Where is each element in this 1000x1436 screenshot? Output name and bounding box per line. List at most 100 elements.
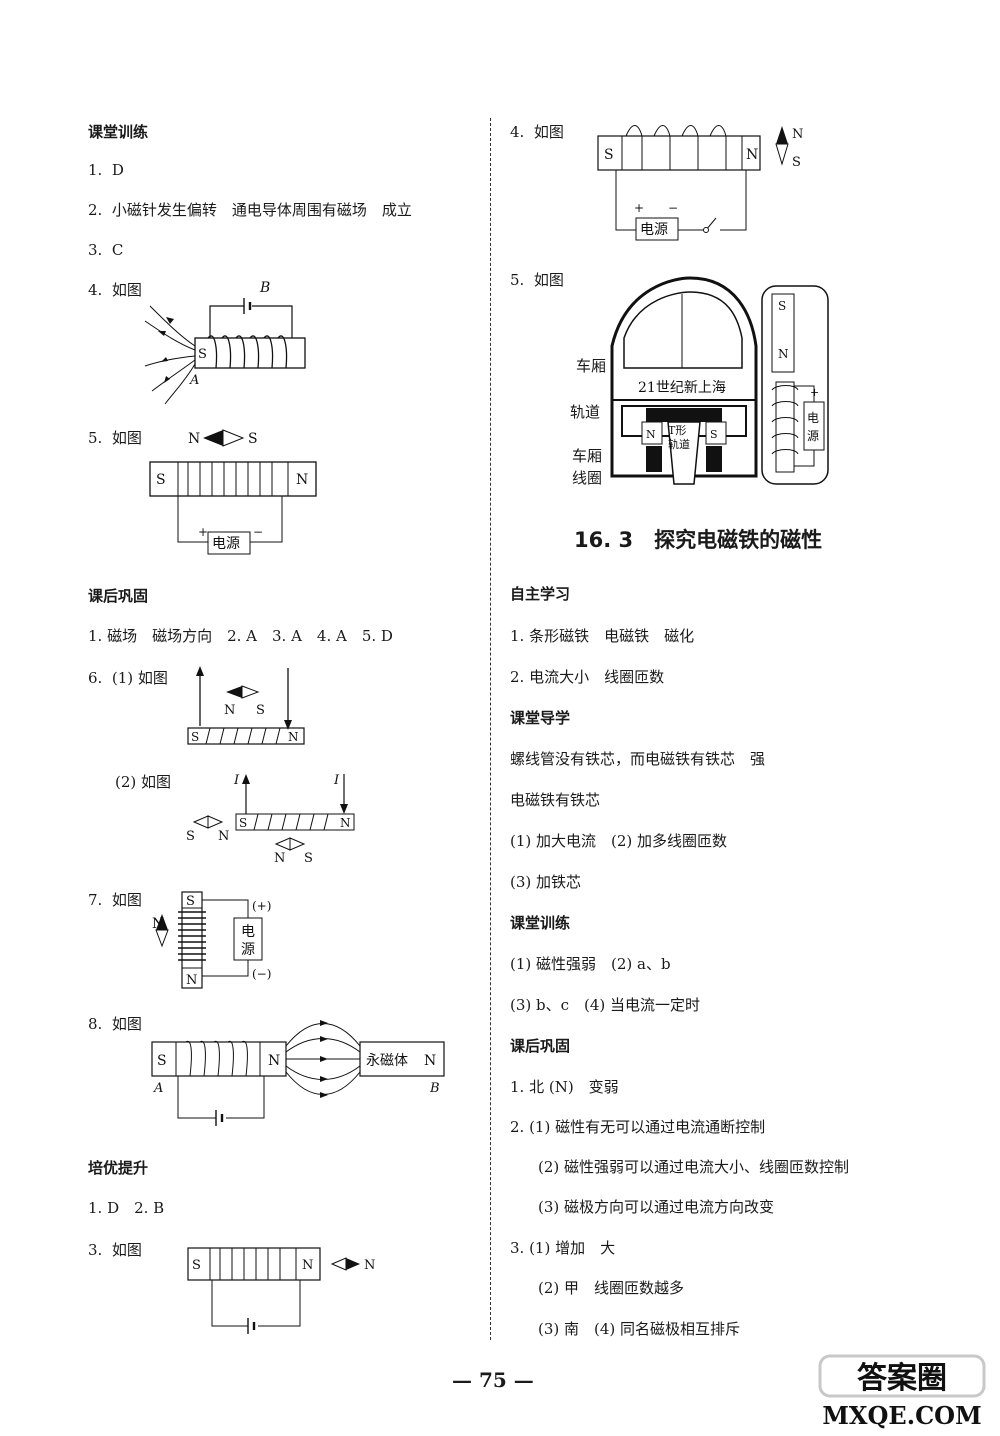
- svg-text:S: S: [710, 428, 718, 441]
- svg-text:+: +: [198, 525, 208, 539]
- answer-8: 8. 如图: [88, 1015, 142, 1033]
- answer-2: 2. 小磁针发生偏转 通电导体周围有磁场 成立: [88, 201, 412, 219]
- svg-text:N: N: [340, 816, 351, 830]
- svg-text:N: N: [188, 431, 200, 447]
- svg-text:N: N: [224, 703, 235, 718]
- answer-6-part-2: (2) 如图: [115, 773, 172, 791]
- svg-text:+: +: [634, 201, 644, 215]
- answer-5: 5. 如图: [88, 429, 142, 447]
- svg-text:N: N: [792, 127, 803, 142]
- svg-text:N: N: [746, 147, 758, 163]
- svg-text:N: N: [646, 428, 656, 441]
- daoxue-line-3: (1) 加大电流 (2) 加多线圈匝数: [510, 832, 728, 850]
- svg-text:N: N: [302, 1258, 313, 1273]
- svg-text:N: N: [268, 1053, 280, 1069]
- svg-text:轨道: 轨道: [668, 437, 690, 451]
- label-track: 轨道: [570, 403, 601, 421]
- label-s: S: [198, 347, 207, 362]
- daoxue-line-4: (3) 加铁芯: [510, 873, 582, 891]
- svg-text:S: S: [248, 431, 258, 447]
- svg-text:S: S: [778, 299, 786, 313]
- daoxue-line-1: 螺线管没有铁芯，而电磁铁有铁芯 强: [510, 750, 766, 768]
- svg-text:源: 源: [807, 429, 819, 443]
- svg-text:N: N: [288, 730, 299, 744]
- gonggu-r-line-6: (2) 甲 线圈匝数越多: [538, 1279, 685, 1297]
- label-permanent-magnet: 永磁体: [366, 1053, 408, 1069]
- section-heading-ketang-daoxue: 课堂导学: [510, 709, 571, 727]
- section-heading-kehou-gonggu: 课后巩固: [88, 587, 149, 605]
- section-heading-ketang-xunlian-r: 课堂训练: [510, 914, 571, 932]
- page-number: — 75 —: [452, 1368, 534, 1392]
- answers-peiyou-1-2: 1. D 2. B: [88, 1199, 165, 1217]
- answer-6-part-1: 6. (1) 如图: [88, 669, 168, 687]
- answer-3: 3. C: [88, 241, 124, 259]
- svg-text:电源: 电源: [640, 222, 668, 238]
- zizhu-line-1: 1. 条形磁铁 电磁铁 磁化: [510, 627, 695, 645]
- figure-peiyou-3: S N N: [187, 1247, 375, 1334]
- svg-text:I: I: [233, 773, 240, 788]
- svg-text:电: 电: [807, 411, 819, 425]
- svg-text:N: N: [274, 851, 285, 866]
- gonggu-r-line-4: (3) 磁极方向可以通过电流方向改变: [538, 1198, 775, 1216]
- answers-1-5: 1. 磁场 磁场方向 2. A 3. A 4. A 5. D: [88, 627, 393, 645]
- figure-solenoid-power-5: N S S N 电源 + −: [149, 429, 317, 555]
- figure-7: N S N 电 源 (+) (−): [152, 891, 271, 989]
- svg-text:B: B: [429, 1081, 440, 1096]
- svg-text:S: S: [192, 1258, 201, 1273]
- svg-text:N: N: [364, 1258, 375, 1273]
- svg-text:S: S: [792, 155, 801, 170]
- label-a: A: [189, 373, 199, 388]
- svg-text:+: +: [810, 386, 819, 399]
- label-b: B: [259, 280, 270, 296]
- svg-text:N: N: [186, 973, 197, 988]
- section-heading-kehou-gonggu-r: 课后巩固: [510, 1037, 571, 1055]
- gonggu-r-line-2: 2. (1) 磁性有无可以通过电流通断控制: [510, 1118, 766, 1136]
- svg-text:源: 源: [241, 942, 255, 958]
- label-power: 电源: [212, 536, 240, 552]
- section-title-16-3: 16. 3 探究电磁铁的磁性: [574, 528, 823, 552]
- figure-r4: S N N S 电源 + −: [597, 125, 803, 241]
- gonggu-r-line-5: 3. (1) 增加 大: [510, 1239, 616, 1257]
- figure-6-1: N S S N: [187, 666, 305, 745]
- svg-text:−: −: [668, 201, 678, 215]
- figure-solenoid-field-lines: B S A: [144, 280, 306, 405]
- xunlian-r-line-1: (1) 磁性强弱 (2) a、b: [510, 955, 671, 973]
- answer-r5: 5. 如图: [510, 271, 564, 289]
- gonggu-r-line-1: 1. 北 (N) 变弱: [510, 1078, 619, 1096]
- gonggu-r-line-3: (2) 磁性强弱可以通过电流大小、线圈匝数控制: [538, 1158, 850, 1176]
- svg-text:I: I: [333, 773, 340, 788]
- answer-7: 7. 如图: [88, 891, 142, 909]
- label-train-body: 车厢: [576, 357, 607, 375]
- figure-maglev-train: 21世纪新上海 T形 轨道 N S S N 电 源 +: [610, 276, 829, 485]
- svg-text:S: S: [604, 147, 614, 163]
- svg-text:N: N: [778, 347, 789, 361]
- svg-text:MXQE.COM: MXQE.COM: [822, 1401, 981, 1430]
- xunlian-r-line-2: (3) b、c (4) 当电流一定时: [510, 996, 701, 1014]
- label-train-coil-2: 线圈: [572, 469, 603, 487]
- figure-8: S N 永磁体 N A B: [151, 1020, 445, 1126]
- svg-text:N: N: [424, 1053, 436, 1069]
- answer-4: 4. 如图: [88, 281, 142, 299]
- figure-6-2: I I S N S N N S: [186, 773, 355, 866]
- svg-text:S: S: [191, 730, 199, 744]
- svg-text:S: S: [256, 703, 265, 718]
- svg-text:S: S: [304, 851, 313, 866]
- svg-text:−: −: [253, 525, 263, 539]
- section-heading-zizhu-xuexi: 自主学习: [510, 585, 571, 603]
- section-heading-ketang-xunlian: 课堂训练: [88, 123, 149, 141]
- svg-text:N: N: [218, 829, 229, 844]
- daoxue-line-2: 电磁铁有铁芯: [510, 791, 601, 809]
- label-train-name: 21世纪新上海: [638, 380, 726, 396]
- svg-text:S: S: [156, 472, 166, 488]
- svg-text:S: S: [239, 816, 247, 830]
- label-train-coil-1: 车厢: [572, 447, 603, 465]
- svg-text:(−): (−): [252, 967, 271, 981]
- section-heading-peiyou-tisheng: 培优提升: [88, 1159, 149, 1177]
- compass-needle-icon: [203, 430, 223, 446]
- svg-text:S: S: [186, 829, 195, 844]
- column-divider: [490, 118, 491, 1340]
- watermark-logo: 答案圈 MXQE.COM: [818, 1354, 986, 1430]
- svg-text:T形: T形: [668, 424, 686, 437]
- svg-text:答案圈: 答案圈: [857, 1361, 947, 1396]
- svg-text:A: A: [153, 1081, 163, 1096]
